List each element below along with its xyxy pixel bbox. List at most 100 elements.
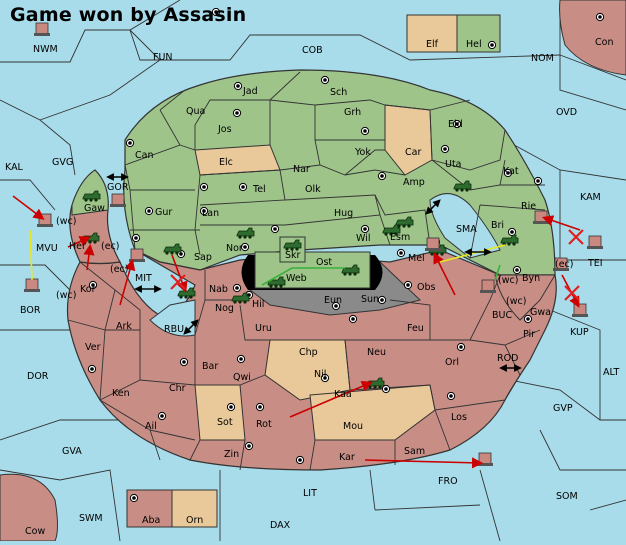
land-label: Nab bbox=[209, 284, 228, 295]
sea-labels: NWM FUN COB NOM Con OVD KAL GVG GOR KAM … bbox=[5, 37, 619, 537]
land-label: Sch bbox=[330, 87, 347, 98]
land-label: Hil bbox=[252, 299, 264, 310]
sea-label: DAX bbox=[270, 520, 291, 531]
land-label: Nor bbox=[226, 243, 243, 254]
convoy-arrows bbox=[106, 173, 522, 372]
land-label: Feu bbox=[407, 323, 424, 334]
land-label: Yok bbox=[354, 147, 371, 158]
land-label: Zin bbox=[224, 449, 239, 460]
land-label: Aba bbox=[142, 515, 160, 526]
sea-label: NWM bbox=[33, 44, 58, 55]
land-label: Sot bbox=[217, 417, 233, 428]
land-label: Rot bbox=[256, 419, 272, 430]
land-label: Mou bbox=[343, 421, 363, 432]
land-label: Nar bbox=[293, 164, 310, 175]
land-label: Sap bbox=[194, 252, 212, 263]
land-label: Wil bbox=[356, 233, 370, 244]
land-label: Kaa bbox=[334, 389, 352, 400]
land-label: Elf bbox=[426, 39, 439, 50]
land-label: Gwa bbox=[530, 307, 551, 318]
land-label: Grh bbox=[344, 107, 361, 118]
sea-label: ROD bbox=[497, 353, 518, 364]
land-label: Orn bbox=[186, 515, 203, 526]
sea-label: SWM bbox=[79, 513, 103, 524]
sea-label: COB bbox=[302, 45, 323, 56]
sea-label: SOM bbox=[556, 491, 578, 502]
land-label: Ost bbox=[316, 257, 332, 268]
coast-label: (wc) bbox=[498, 275, 518, 286]
sea-label: OVD bbox=[556, 107, 577, 118]
sea-label: FUN bbox=[153, 52, 173, 63]
land-label: Sun bbox=[361, 294, 379, 305]
sea-label: KAM bbox=[580, 192, 601, 203]
land-label: Kar bbox=[339, 452, 355, 463]
land-label: Ark bbox=[116, 321, 132, 332]
land-label: Ken bbox=[112, 388, 130, 399]
region-cow[interactable] bbox=[0, 473, 58, 542]
region-orn[interactable] bbox=[171, 489, 218, 528]
land-label: Hel bbox=[466, 39, 482, 50]
land-labels: Elf Hel Jad Sch Qua Jos Grh Can Eld Elc … bbox=[69, 39, 551, 526]
land-label: Nil bbox=[314, 369, 326, 380]
land-borders bbox=[67, 71, 546, 471]
sea-label: MVU bbox=[36, 243, 58, 254]
land-label: Uru bbox=[255, 323, 272, 334]
sea-label: ALT bbox=[603, 367, 619, 378]
sea-label: DOR bbox=[27, 371, 49, 382]
land-label: Jad bbox=[242, 86, 258, 97]
region-sot[interactable] bbox=[194, 384, 246, 441]
page-title: Game won by Assasin bbox=[10, 4, 247, 26]
coast-label: (wc) bbox=[506, 296, 526, 307]
land-label: Chp bbox=[299, 347, 318, 358]
land-label: Eld bbox=[448, 119, 463, 130]
sea-sma[interactable] bbox=[429, 193, 501, 259]
coast-label: (ec) bbox=[555, 259, 573, 270]
land-label: Gur bbox=[155, 207, 172, 218]
sea-label: KUP bbox=[570, 327, 589, 338]
sea-label: GVA bbox=[62, 446, 82, 457]
land-label: Obs bbox=[417, 282, 436, 293]
land-label: Nog bbox=[215, 303, 234, 314]
land-label: Rie bbox=[521, 201, 536, 212]
land-label: Orl bbox=[445, 357, 459, 368]
sea-label: GVG bbox=[52, 157, 73, 168]
sea-label: FRO bbox=[438, 476, 458, 487]
land-label: Elc bbox=[219, 157, 233, 168]
land-label: Tel bbox=[252, 184, 266, 195]
sea-label: Con bbox=[595, 37, 613, 48]
region-skr[interactable] bbox=[279, 236, 306, 263]
sea-label: TEI bbox=[587, 258, 603, 269]
land-label: Hug bbox=[334, 208, 353, 219]
sea-label: NOM bbox=[531, 53, 554, 64]
land-label: Esm bbox=[390, 232, 410, 243]
land-label: Kor bbox=[80, 284, 96, 295]
sea-label: Cow bbox=[25, 526, 45, 537]
land-label: Her bbox=[69, 241, 86, 252]
coast-label: (ec) bbox=[101, 241, 119, 252]
coast-label: (ec) bbox=[110, 264, 128, 275]
land-label: Kat bbox=[503, 166, 519, 177]
region-con[interactable] bbox=[559, 0, 626, 76]
move-arrows bbox=[12, 195, 581, 469]
land-label: Byn bbox=[522, 273, 540, 284]
land-label: Bar bbox=[202, 361, 218, 372]
land-label: Car bbox=[405, 147, 421, 158]
land-label: Gaw bbox=[84, 203, 105, 214]
land-label: Los bbox=[451, 412, 467, 423]
land-label: Qua bbox=[186, 106, 205, 117]
coast-label: (wc) bbox=[56, 290, 76, 301]
land-label: Neu bbox=[367, 347, 386, 358]
sea-label: GOR bbox=[107, 182, 129, 193]
sea-label: LIT bbox=[303, 488, 317, 499]
land-label: Bri bbox=[491, 220, 504, 231]
land-label: Mel bbox=[408, 253, 425, 264]
land-label: Qwi bbox=[233, 372, 251, 383]
coast-label: (wc) bbox=[56, 216, 76, 227]
land-label: Chr bbox=[169, 383, 186, 394]
sea-label: GVP bbox=[553, 403, 573, 414]
land-label: Ver bbox=[85, 342, 101, 353]
land-label: Ail bbox=[145, 421, 157, 432]
region-gaw[interactable] bbox=[71, 169, 109, 216]
sea-label: SMA bbox=[456, 224, 477, 235]
